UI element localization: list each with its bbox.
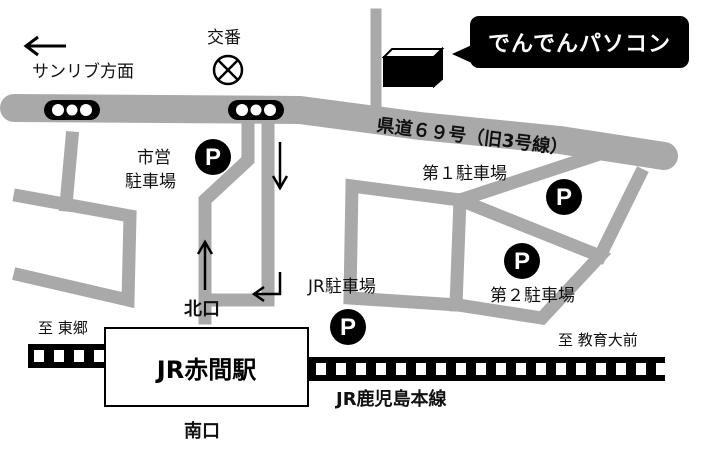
railway-to-east-label: 至 教育大前 — [558, 331, 638, 349]
rail-tie — [636, 363, 646, 375]
lot1-parking-label: 第１駐車場 — [422, 164, 507, 184]
parking-icon: P — [330, 309, 366, 345]
west-street-connector — [58, 130, 80, 213]
shop-building-icon — [381, 46, 445, 89]
rail-tie — [376, 363, 386, 375]
rail-tie — [74, 350, 84, 362]
svg-text:P: P — [205, 144, 221, 171]
traffic-light-icon — [44, 100, 100, 120]
rail-tie — [316, 363, 326, 375]
rail-tie — [94, 350, 104, 362]
lot-street-east — [591, 166, 649, 265]
arrow-turn-left-icon — [251, 272, 282, 303]
jr-parking-label: JR駐車場 — [308, 277, 376, 297]
parking-icon: P — [546, 179, 582, 215]
rail-tie — [616, 363, 626, 375]
south-exit-label: 南口 — [184, 421, 220, 442]
lot-street-north — [449, 193, 467, 312]
parking-icon: P — [195, 139, 231, 175]
direction-label-sanribu: サンリブ方面 — [32, 62, 134, 82]
rail-tie — [656, 363, 666, 375]
svg-text:P: P — [514, 248, 530, 275]
lot-street-northeast — [451, 141, 621, 209]
rail-tie — [596, 363, 606, 375]
rail-tie — [416, 363, 426, 375]
parking-symbols: P P P P — [195, 139, 582, 345]
prefectural-road-69 — [0, 94, 678, 170]
station-name: JR赤間駅 — [156, 355, 257, 384]
rail-tie — [34, 350, 44, 362]
rail-tie — [436, 363, 446, 375]
rail-tie — [396, 363, 406, 375]
shop-callout-pointer — [452, 44, 474, 64]
north-exit-label: 北口 — [184, 299, 220, 320]
police-box-icon — [212, 54, 244, 86]
traffic-light-icon — [228, 100, 284, 120]
arrow-left-icon — [23, 35, 66, 57]
police-box-label: 交番 — [207, 28, 241, 48]
rail-tie — [576, 363, 586, 375]
svg-text:P: P — [556, 184, 572, 211]
rail-tie — [54, 350, 64, 362]
rail-tie — [456, 363, 466, 375]
shop-callout: でんでんパソコン — [470, 16, 689, 68]
shop-name: でんでんパソコン — [488, 32, 671, 57]
railway-to-west-label: 至 東郷 — [38, 319, 88, 337]
rail-tie — [496, 363, 506, 375]
rail-tie — [536, 363, 546, 375]
rail-tie — [356, 363, 366, 375]
parking-icon: P — [504, 243, 540, 279]
lot2-parking-label: 第２駐車場 — [490, 286, 575, 306]
rail-tie — [556, 363, 566, 375]
arrow-down-icon — [271, 142, 289, 191]
city-parking-label-line1: 市営 — [137, 148, 171, 168]
rail-tie — [516, 363, 526, 375]
rail-tie — [476, 363, 486, 375]
city-parking-label-line2: 駐車場 — [125, 172, 176, 192]
railway-line-label: JR鹿児島本線 — [336, 389, 447, 410]
station-building: JR赤間駅 — [104, 327, 309, 407]
arrow-up-icon — [196, 239, 214, 290]
rail-tie — [336, 363, 346, 375]
svg-text:P: P — [340, 314, 356, 341]
railway-track — [28, 344, 666, 381]
west-street — [12, 188, 137, 309]
